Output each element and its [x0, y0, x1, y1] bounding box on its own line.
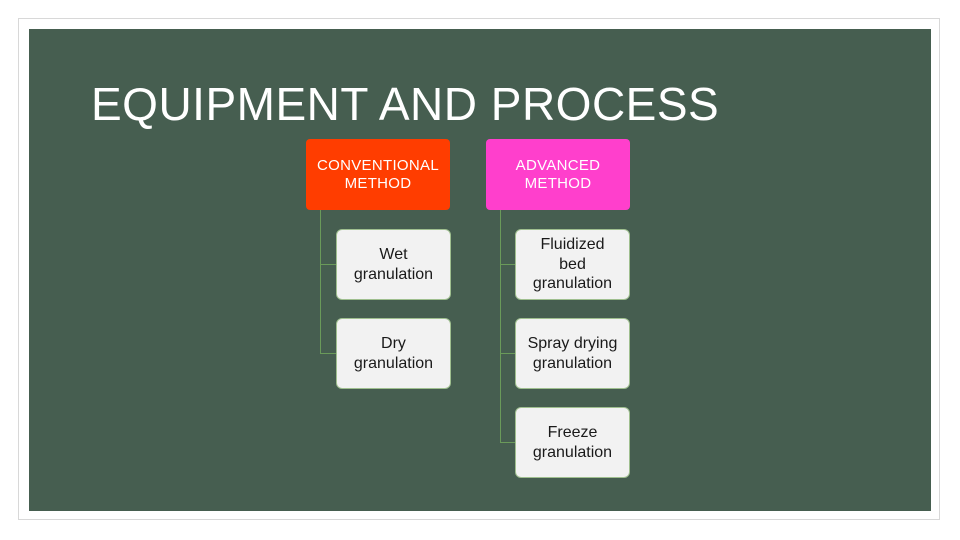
freeze-granulation-box: Freeze granulation [515, 407, 630, 478]
dry-granulation-label: Dry granulation [353, 335, 434, 372]
connector-conventional-dry [320, 353, 336, 354]
connector-conventional-vertical [320, 210, 321, 354]
wet-granulation-label: Wet granulation [353, 246, 434, 283]
freeze-granulation-label: Freeze granulation [532, 424, 613, 461]
advanced-method-header: ADVANCED METHOD [486, 139, 630, 210]
fluidized-bed-granulation-label: Fluidized bed granulation [532, 236, 613, 293]
advanced-method-header-label: ADVANCED METHOD [515, 156, 601, 192]
connector-advanced-vertical [500, 210, 501, 443]
slide [29, 29, 931, 511]
connector-advanced-fluidized [500, 264, 516, 265]
fluidized-bed-granulation-box: Fluidized bed granulation [515, 229, 630, 300]
dry-granulation-box: Dry granulation [336, 318, 451, 389]
connector-conventional-wet [320, 264, 336, 265]
spray-drying-granulation-box: Spray drying granulation [515, 318, 630, 389]
connector-advanced-spray [500, 353, 516, 354]
spray-drying-granulation-label: Spray drying granulation [527, 335, 618, 372]
slide-title: EQUIPMENT AND PROCESS [91, 78, 720, 130]
conventional-method-header: CONVENTIONAL METHOD [306, 139, 450, 210]
conventional-method-header-label: CONVENTIONAL METHOD [317, 156, 439, 192]
wet-granulation-box: Wet granulation [336, 229, 451, 300]
connector-advanced-freeze [500, 442, 516, 443]
